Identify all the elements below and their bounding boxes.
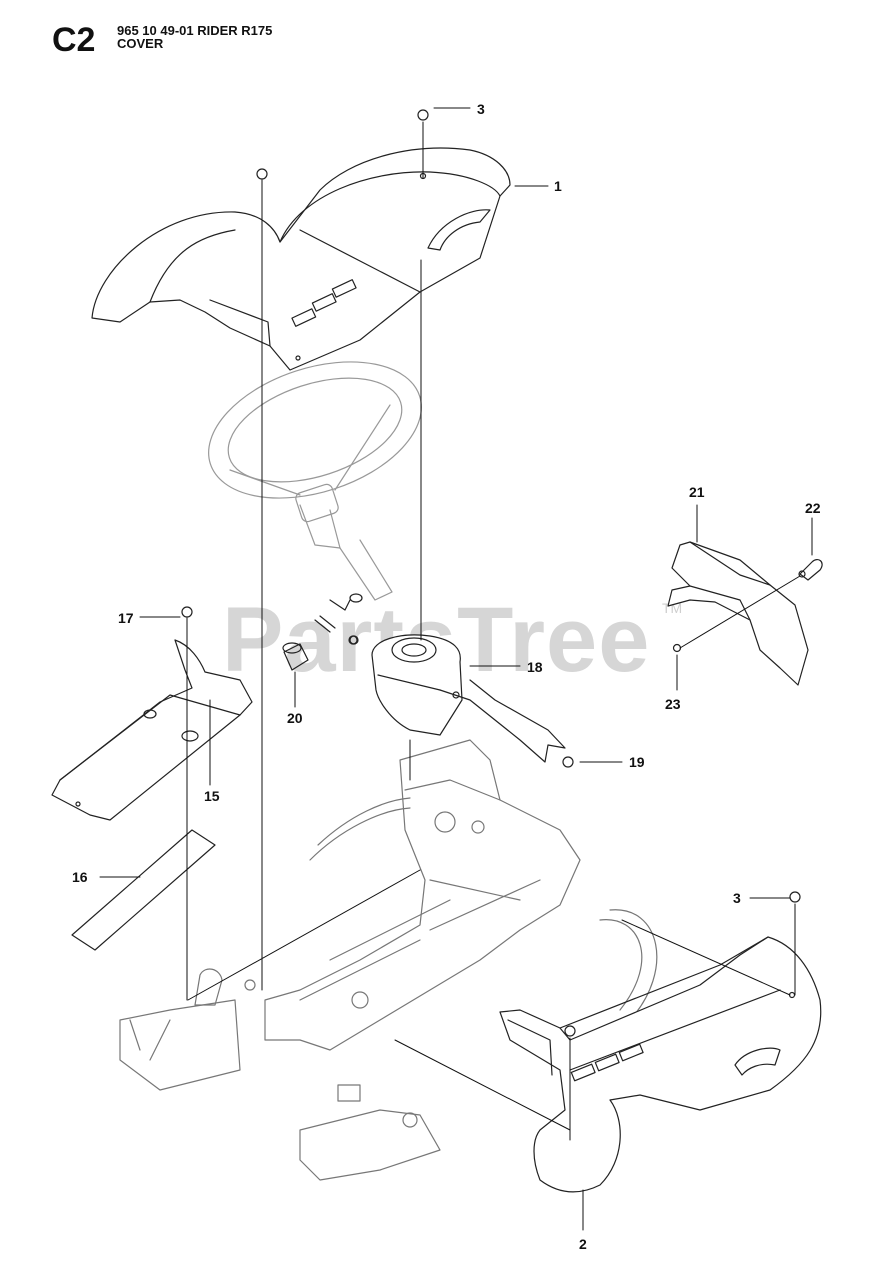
part-20-knob[interactable] [282,593,363,671]
part-16-mat[interactable] [71,829,216,951]
callout-18[interactable]: 18 [527,659,543,675]
section-subtitle: COVER [117,36,164,51]
callout-19[interactable]: 19 [629,754,645,770]
callout-3-right[interactable]: 3 [733,890,741,906]
callout-2[interactable]: 2 [579,1236,587,1252]
callout-21[interactable]: 21 [689,484,705,500]
chassis-frame [119,739,658,1181]
callout-1[interactable]: 1 [554,178,562,194]
part-23-washer[interactable] [672,643,682,653]
part-22-clip[interactable] [798,558,823,581]
callout-23[interactable]: 23 [665,696,681,712]
part-1-upper-fender[interactable] [91,147,511,371]
callout-22[interactable]: 22 [805,500,821,516]
part-18-column-cover[interactable] [349,634,566,763]
screw-set[interactable] [181,109,801,1037]
callout-20[interactable]: 20 [287,710,303,726]
callout-15[interactable]: 15 [204,788,220,804]
section-code: C2 [52,21,96,59]
steering-wheel [208,361,422,601]
callout-16[interactable]: 16 [72,869,88,885]
model-line: 965 10 49-01 RIDER R175 [117,23,273,38]
part-15-left-panel[interactable] [51,639,253,821]
callout-3-top[interactable]: 3 [477,101,485,117]
part-2-lower-fender[interactable] [499,936,822,1193]
callout-17[interactable]: 17 [118,610,134,626]
